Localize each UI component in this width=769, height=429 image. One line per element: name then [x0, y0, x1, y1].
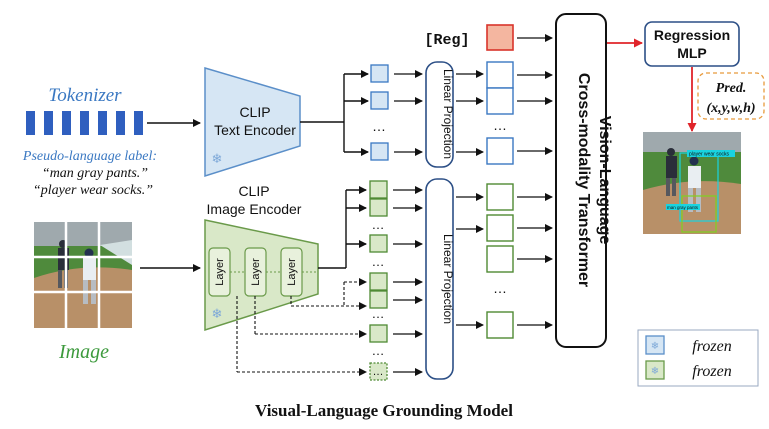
legend-label-image: frozen [692, 363, 731, 380]
output-image: player wear socks man gray pants [643, 132, 741, 234]
ellipsis: … [372, 217, 385, 232]
token-block [116, 111, 125, 135]
projected-text-tokens [486, 61, 514, 165]
text-encoder-line2: Text Encoder [214, 122, 296, 138]
encoder-layer: Layer [208, 247, 231, 297]
ellipsis: … [373, 366, 384, 378]
ellipsis: … [372, 118, 386, 134]
regression-mlp-line2: MLP [677, 45, 707, 61]
image-dashed-connections [236, 278, 367, 376]
reg-token [486, 24, 514, 51]
pseudo-label-line-1: “man gray pants.” [42, 166, 148, 181]
snowflake-icon: ❄ [212, 151, 223, 166]
tokenizer-label: Tokenizer [48, 85, 122, 106]
image-label: Image [58, 341, 109, 363]
image-encoder-line2: Image Encoder [207, 201, 302, 217]
encoder-layer: Layer [280, 247, 303, 297]
projected-image-tokens [486, 183, 514, 339]
snowflake-icon: ❄ [212, 306, 223, 321]
layer-label: Layer [286, 258, 298, 286]
snowflake-icon: ❄ [651, 341, 659, 352]
layer-label: Layer [214, 258, 226, 286]
token-block [62, 111, 71, 135]
prediction-line1: Pred. [716, 81, 747, 96]
text-encoder-line1: CLIP [239, 104, 270, 120]
text-encoder-trapezoid [204, 66, 301, 178]
legend-swatch-text [645, 335, 665, 355]
text-fanout [300, 70, 369, 156]
pseudo-label-title: Pseudo-language label: [22, 149, 157, 164]
transformer-line2: Cross-modality Transformer [575, 73, 592, 287]
ellipsis: … [372, 306, 385, 321]
pseudo-label-line-2: “player wear socks.” [33, 183, 153, 198]
prediction-box [697, 72, 765, 120]
ellipsis: … [493, 117, 507, 133]
image-encoder-line1: CLIP [238, 183, 269, 199]
linear-projection-text [425, 61, 454, 168]
projection-arrows [456, 70, 484, 329]
legend-swatch-image [645, 360, 665, 380]
regression-mlp-line1: Regression [654, 27, 730, 43]
text-feature-tokens [370, 64, 389, 161]
reg-token-label: [Reg] [424, 32, 469, 49]
token-block [98, 111, 107, 135]
token-block [134, 111, 143, 135]
detection-label: player wear socks [689, 152, 730, 158]
transformer-line1: Vision-Language [596, 116, 613, 245]
token-block [44, 111, 53, 135]
image-feature-tokens [369, 180, 388, 381]
linear-projection-image-label: Linear Projection [441, 234, 455, 324]
layer-label: Layer [250, 258, 262, 286]
image-fanout [318, 186, 367, 269]
regression-mlp [644, 21, 740, 67]
snowflake-icon: ❄ [651, 366, 659, 377]
token-row [26, 111, 143, 135]
footer-title: Visual-Language Grounding Model [255, 401, 513, 420]
encoder-layer: Layer [244, 247, 267, 297]
linear-projection-text-label: Linear Projection [441, 69, 455, 159]
linear-projection-image [425, 178, 454, 380]
token-block [26, 111, 35, 135]
ellipsis: … [493, 280, 507, 296]
ellipsis: … [372, 254, 385, 269]
token-block [80, 111, 89, 135]
ellipsis: … [372, 343, 385, 358]
input-image [34, 222, 132, 328]
transformer-input-arrows [517, 34, 553, 329]
prediction-line2: (x,y,w,h) [706, 101, 755, 116]
image-token-arrows [393, 186, 423, 376]
legend-label-text: frozen [692, 338, 731, 355]
detection-label: man gray pants [667, 205, 699, 210]
cross-modality-transformer [555, 13, 607, 348]
